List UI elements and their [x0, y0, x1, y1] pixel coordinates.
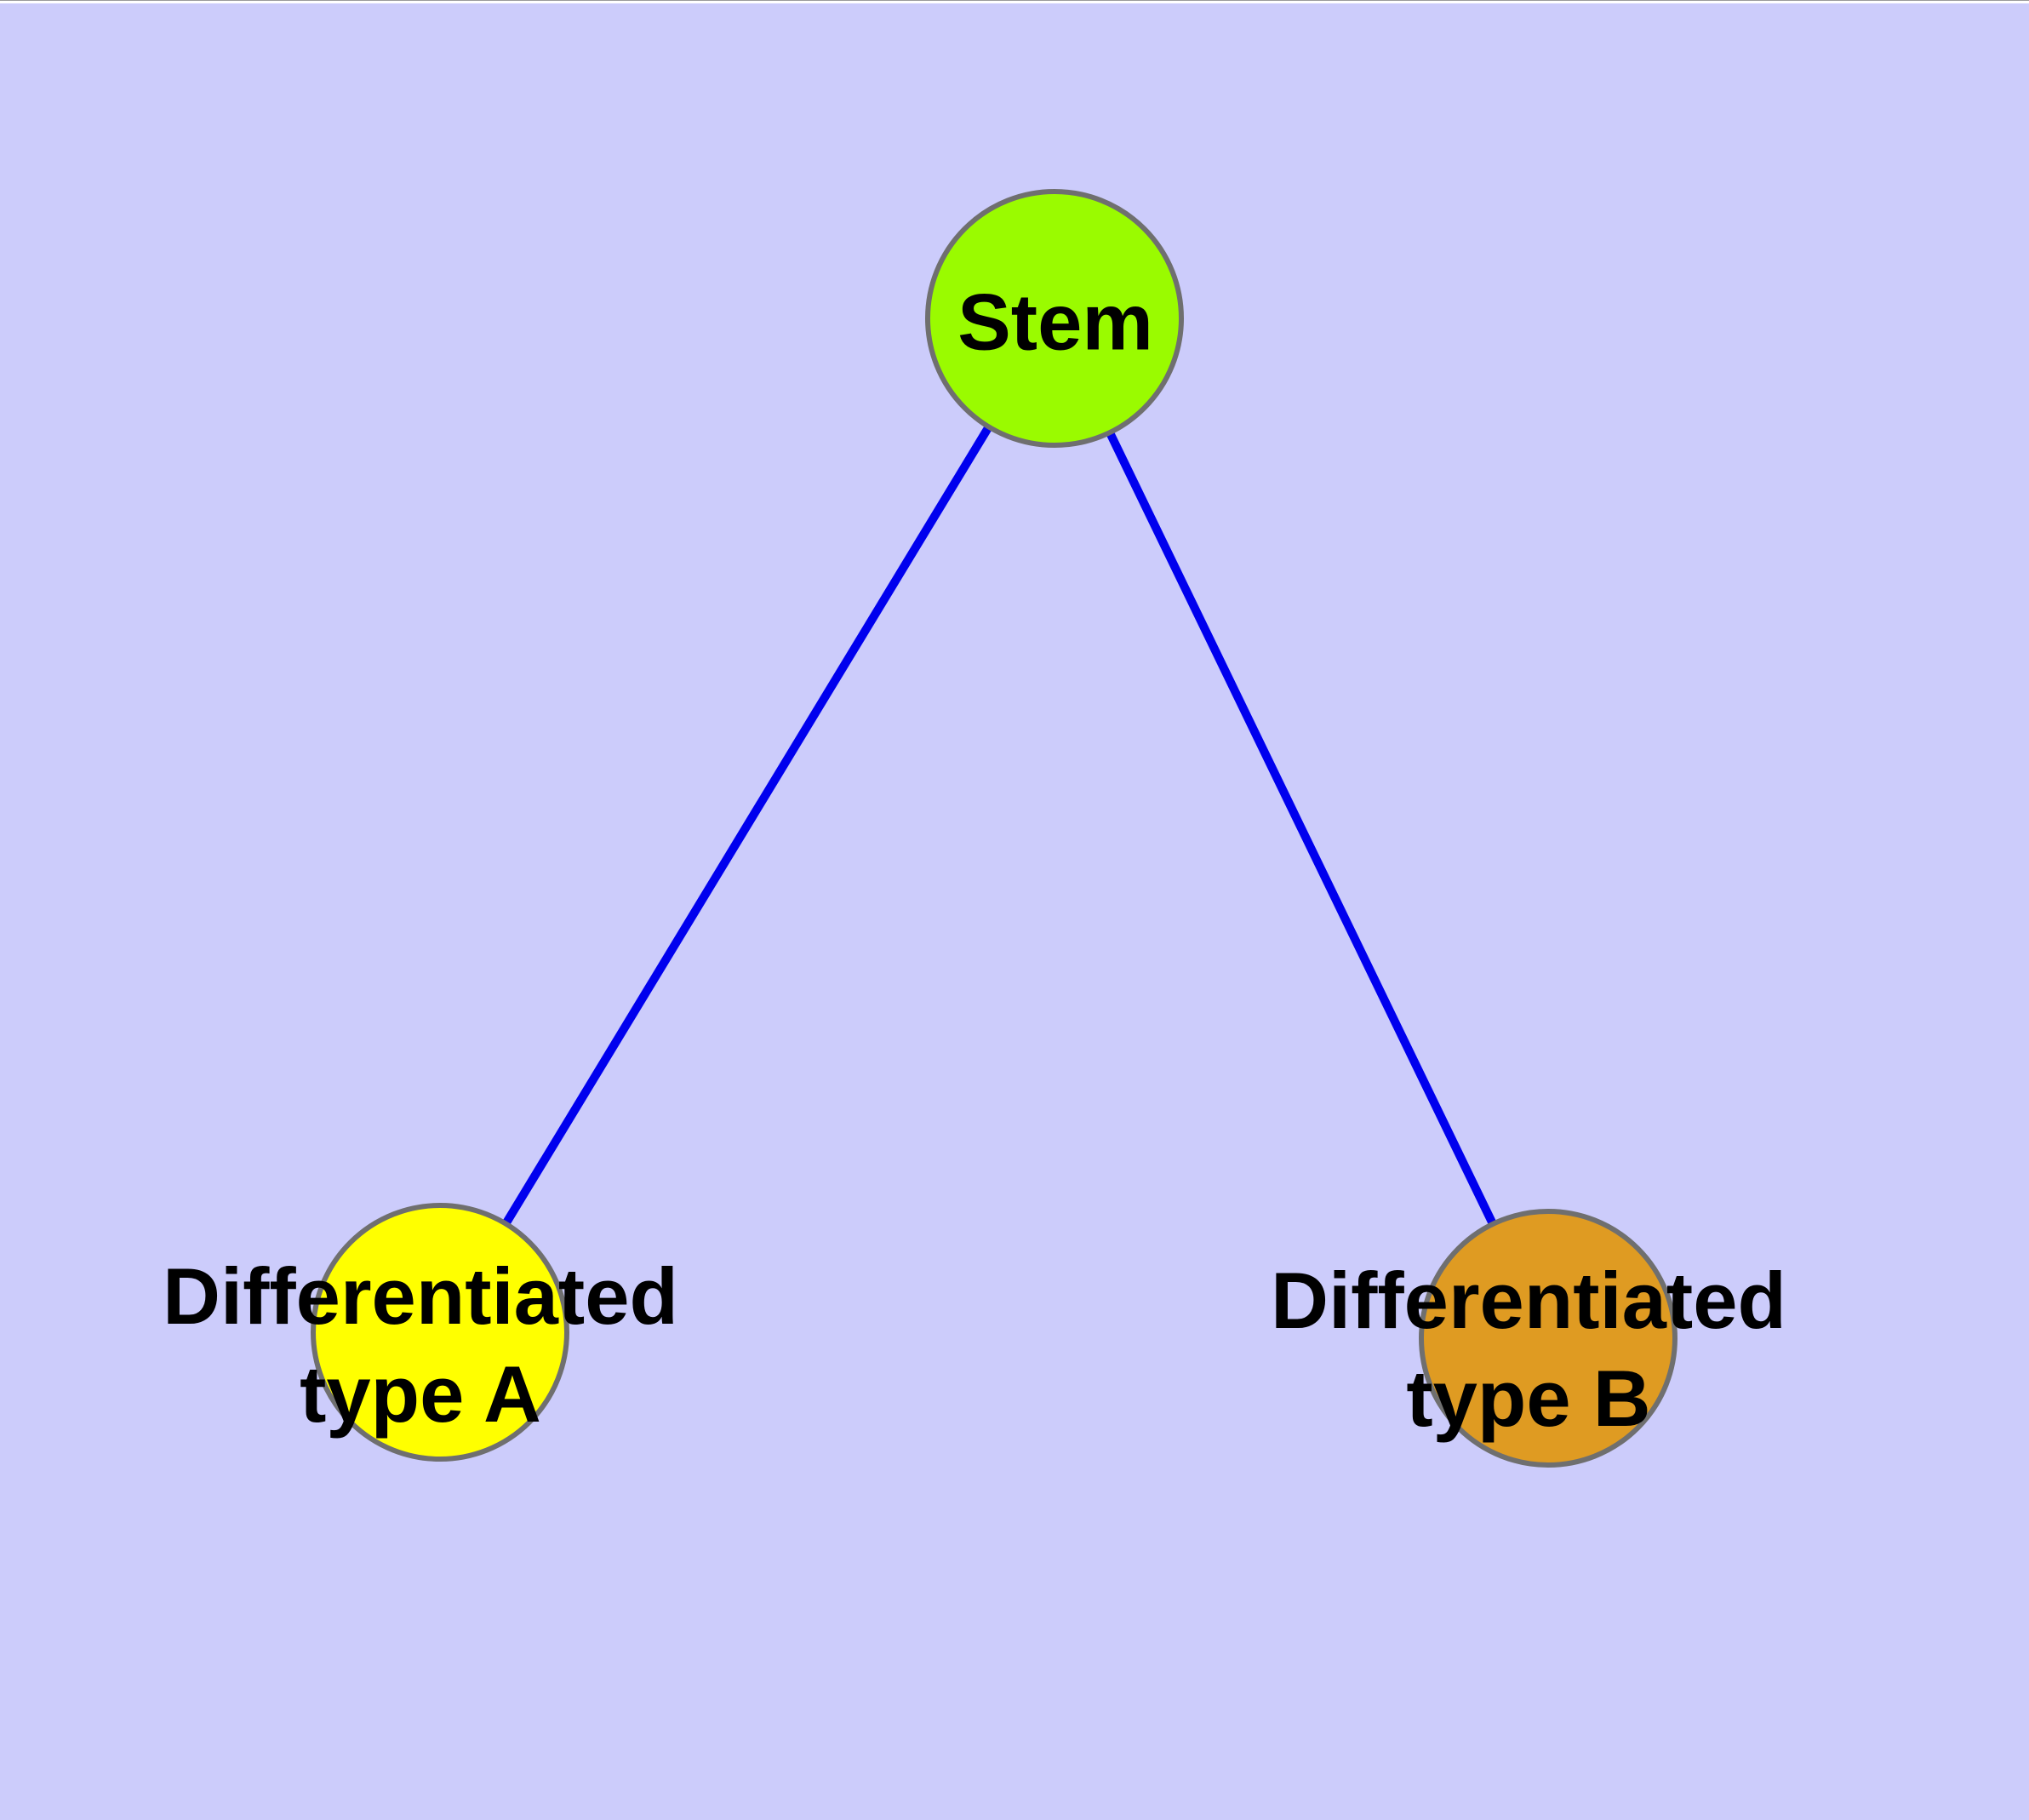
edge-stem-to-type-b [1050, 316, 1552, 1341]
node-differentiated-type-b-circle[interactable] [1419, 1209, 1677, 1468]
node-differentiated-type-a-circle[interactable] [311, 1203, 569, 1462]
node-stem-circle[interactable] [925, 189, 1184, 448]
edge-stem-to-type-a [436, 316, 1059, 1335]
window-top-strip [0, 0, 2029, 3]
